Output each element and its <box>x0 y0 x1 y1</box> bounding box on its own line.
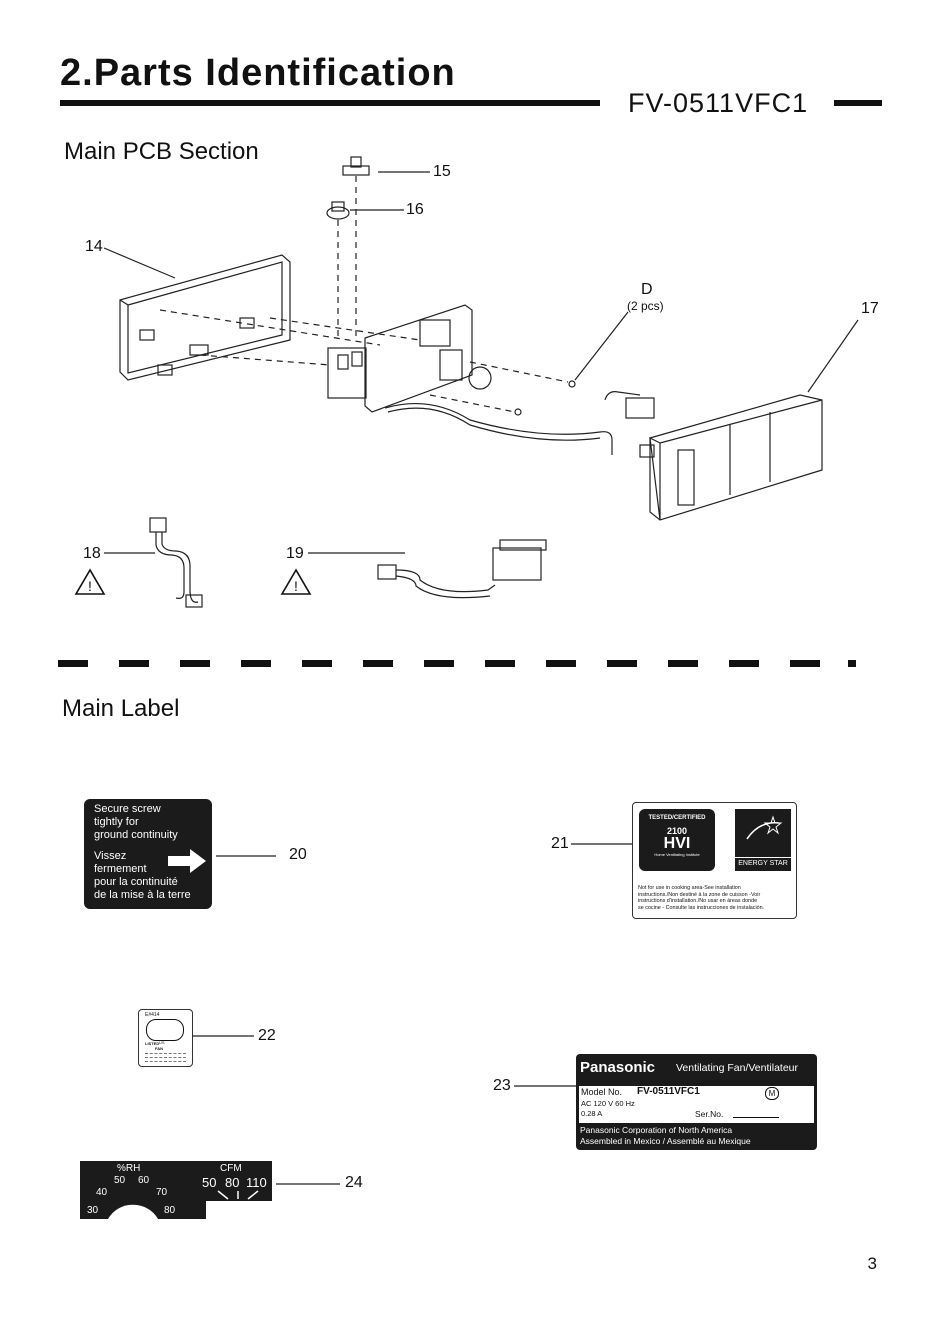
callout-line-23 <box>514 1085 576 1087</box>
callout-20: 20 <box>289 846 307 863</box>
cooking-area-warning: Not for use in cooking area-See installa… <box>638 885 765 911</box>
svg-text:!: ! <box>88 578 92 594</box>
m-badge-icon: M <box>765 1087 779 1100</box>
energy-star-badge: ENERGY STAR <box>735 809 791 871</box>
control-dial-label: %RH CFM 30 40 50 60 70 80 50 80 110 <box>80 1161 272 1219</box>
callout-21: 21 <box>551 835 569 852</box>
warning-icon-18: ! <box>74 568 106 595</box>
energy-star-icon <box>746 815 783 840</box>
title-underline <box>60 100 600 106</box>
model-number: FV-0511VFC1 <box>628 88 809 118</box>
callout-line-20 <box>216 855 276 857</box>
callout-18: 18 <box>83 545 101 562</box>
callout-22: 22 <box>258 1027 276 1044</box>
callout-line-22 <box>192 1035 254 1037</box>
ul-logo-icon <box>146 1019 184 1041</box>
rating-panel: Model No. FV-0511VFC1 M AC 120 V 60 Hz 0… <box>579 1086 814 1123</box>
callout-19: 19 <box>286 545 304 562</box>
callout-d-quantity: (2 pcs) <box>627 299 664 313</box>
callout-15: 15 <box>433 163 451 180</box>
arrow-right-icon <box>168 849 206 873</box>
rating-nameplate: Panasonic Ventilating Fan/Ventilateur Mo… <box>576 1054 817 1150</box>
callout-16: 16 <box>406 201 424 218</box>
hvi-badge: TESTED/CERTIFIED 2100 HVI Home Ventilati… <box>639 809 715 871</box>
section-divider <box>58 660 858 668</box>
callout-line-24 <box>276 1183 340 1185</box>
warning-icon-19: ! <box>280 568 312 595</box>
model-rule <box>834 100 882 106</box>
section-heading-label: Main Label <box>62 695 180 722</box>
ground-screw-label: Secure screw tightly for ground continui… <box>84 799 212 909</box>
callout-23: 23 <box>493 1077 511 1094</box>
section-heading-pcb: Main PCB Section <box>64 138 259 165</box>
callout-17: 17 <box>861 300 879 317</box>
callout-line-21 <box>571 843 633 845</box>
ul-listing-label: E#414 US LISTED FAN <box>138 1009 193 1067</box>
page-number: 3 <box>867 1254 877 1273</box>
callout-24: 24 <box>345 1174 363 1191</box>
certification-label: TESTED/CERTIFIED 2100 HVI Home Ventilati… <box>632 802 797 919</box>
harness-parts-diagram: ! ! <box>74 517 547 608</box>
callout-d: D <box>641 281 653 298</box>
pcb-exploded-diagram <box>103 156 859 521</box>
callout-14: 14 <box>85 238 103 255</box>
dial-cutout <box>108 1190 272 1219</box>
svg-text:!: ! <box>294 578 298 594</box>
page-title: 2.Parts Identification <box>60 52 456 94</box>
